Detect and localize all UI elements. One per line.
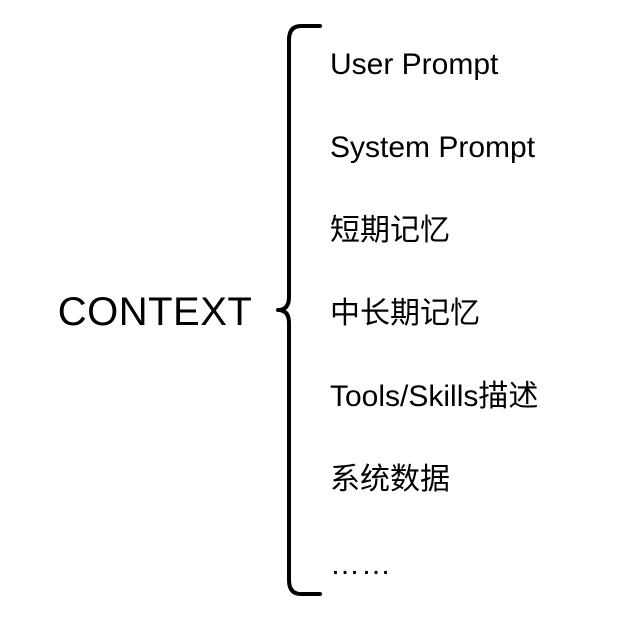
list-item: 短期记忆 [330,214,450,248]
curly-brace-icon [276,24,322,596]
list-item: 中长期记忆 [330,297,480,331]
list-item: …… [330,548,392,582]
list-item-label: 中长期记忆 [330,297,480,330]
list-item-label: Tools/Skills描述 [330,380,539,413]
list-item-label: 短期记忆 [330,214,450,247]
items-list: User Prompt System Prompt 短期记忆 中长期记忆 Too… [330,20,630,600]
list-item-label: System Prompt [330,131,536,164]
list-item: Tools/Skills描述 [330,380,538,414]
list-item-label: User Prompt [330,48,499,81]
root-label: CONTEXT [57,290,253,334]
list-item: User Prompt [330,48,498,82]
list-item: System Prompt [330,131,535,165]
list-item-label: …… [330,548,392,581]
list-item-label: 系统数据 [330,463,450,496]
list-item: 系统数据 [330,463,450,497]
